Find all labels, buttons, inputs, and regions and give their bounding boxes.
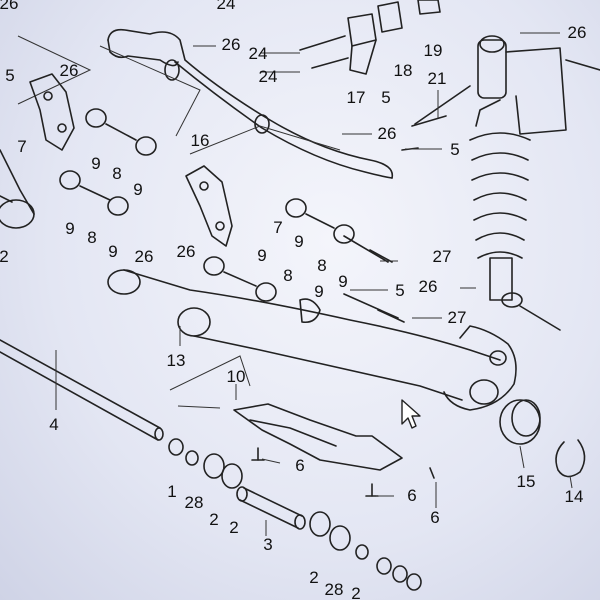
mouse-pointer-icon — [401, 399, 421, 429]
callout-7: 7 — [273, 218, 283, 237]
callout-9: 9 — [338, 272, 348, 291]
callout-17: 17 — [346, 88, 366, 107]
circlip-14 — [555, 439, 586, 478]
callout-2: 2 — [351, 584, 361, 600]
callout-26: 26 — [59, 61, 79, 80]
chain-guard — [233, 403, 403, 471]
callout-7: 7 — [17, 137, 27, 156]
leader-lines — [17, 32, 573, 536]
bracket-left — [29, 73, 75, 151]
clamp-brackets — [299, 0, 441, 75]
callout-14: 14 — [564, 487, 584, 506]
callout-27: 27 — [447, 308, 467, 327]
callout-28: 28 — [184, 493, 204, 512]
callout-28: 28 — [324, 580, 344, 599]
callout-2: 2 — [229, 518, 239, 537]
axle-shaft — [0, 339, 164, 441]
callout-9: 9 — [91, 154, 101, 173]
small-bolts — [251, 115, 447, 497]
callout-13: 13 — [166, 351, 186, 370]
callout-6: 6 — [407, 486, 417, 505]
callout-26: 26 — [418, 277, 438, 296]
callout-9: 9 — [314, 282, 324, 301]
callout-9: 9 — [257, 246, 267, 265]
callout-26: 26 — [134, 247, 154, 266]
callout-24: 24 — [248, 44, 268, 63]
callout-9: 9 — [65, 219, 75, 238]
callout-8: 8 — [112, 164, 122, 183]
callout-26: 26 — [176, 242, 196, 261]
callout-5: 5 — [5, 66, 15, 85]
bushing-15 — [499, 399, 541, 445]
shock-absorber — [414, 35, 600, 331]
callout-26: 26 — [377, 124, 397, 143]
callout-8: 8 — [283, 266, 293, 285]
swing-arm — [107, 269, 517, 411]
callout-1: 1 — [167, 482, 177, 501]
callout-9: 9 — [108, 242, 118, 261]
callout-26: 26 — [567, 23, 587, 42]
stabilizer-bar — [107, 28, 394, 179]
callout-4: 4 — [49, 415, 59, 434]
callout-26: 26 — [0, 0, 19, 13]
callout-8: 8 — [87, 228, 97, 247]
callout-2: 2 — [309, 568, 319, 587]
pivot-sleeve — [236, 486, 306, 530]
callout-3: 3 — [263, 535, 273, 554]
callout-24: 24 — [258, 67, 278, 86]
callout-19: 19 — [423, 41, 443, 60]
callout-5: 5 — [381, 88, 391, 107]
callout-9: 9 — [294, 232, 304, 251]
callout-8: 8 — [317, 256, 327, 275]
callout-16: 16 — [190, 131, 210, 150]
callout-6: 6 — [295, 456, 305, 475]
callout-18: 18 — [393, 61, 413, 80]
callout-5: 5 — [450, 140, 460, 159]
callout-10: 10 — [226, 367, 246, 386]
callout-6: 6 — [430, 508, 440, 527]
callout-21: 21 — [427, 69, 447, 88]
left-tube — [0, 149, 35, 229]
callout-2: 2 — [209, 510, 219, 529]
callout-5: 5 — [395, 281, 405, 300]
bearings — [168, 438, 422, 591]
bushings — [59, 108, 399, 319]
bracket-right — [185, 165, 233, 247]
callout-9: 9 — [133, 180, 143, 199]
callout-27: 27 — [432, 247, 452, 266]
callout-15: 15 — [516, 472, 536, 491]
callout-24: 24 — [216, 0, 236, 13]
callout-2: 2 — [0, 247, 9, 266]
callout-26: 26 — [221, 35, 241, 54]
